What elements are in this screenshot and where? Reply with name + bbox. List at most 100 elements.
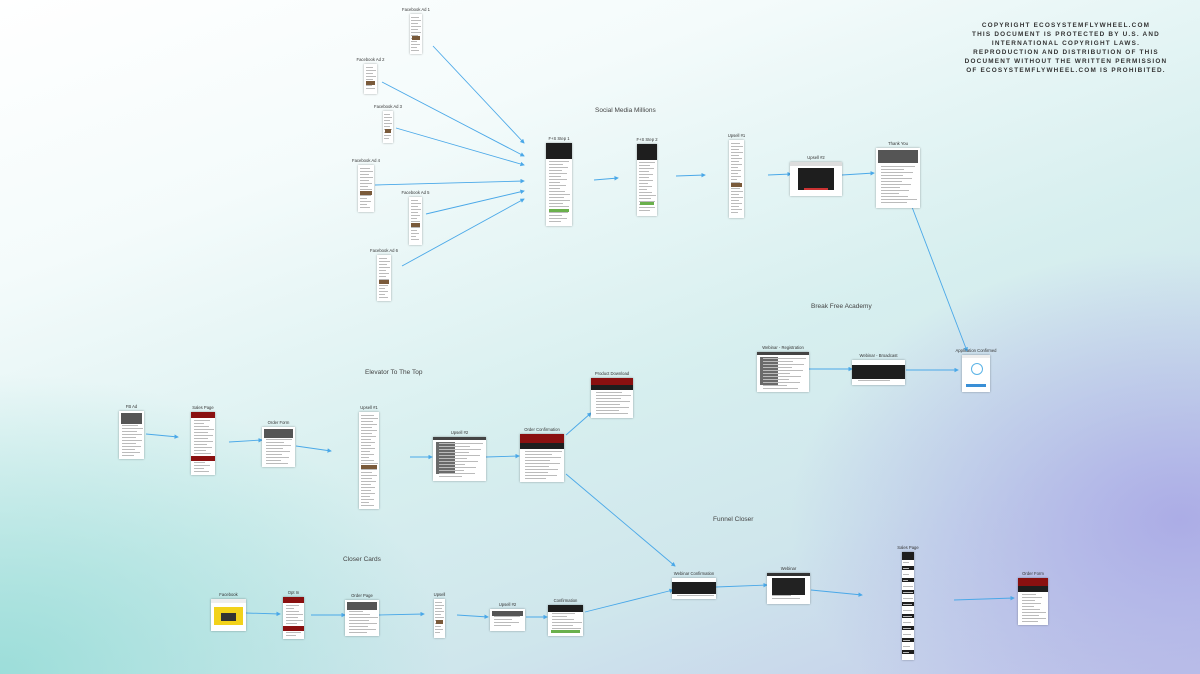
edge-fc-webinar-confirmation-to-fc-webinar [715, 582, 768, 588]
page-thumbnail-fc-sales-page [902, 552, 914, 660]
edge-fc-webinar-to-fc-sales-page [810, 589, 863, 597]
node-label: Facebook Ad 5 [401, 190, 430, 195]
edge-smm-upsell-1-to-smm-upsell-2 [767, 171, 792, 177]
page-thumbnail-cc-facebook [211, 599, 246, 631]
edge-fb-ad-5-to-smm-step-1 [425, 189, 525, 215]
node-label: Webinar - Registration [762, 345, 804, 350]
node-label: Facebook [219, 592, 238, 597]
edge-cc-facebook-to-cc-opt-in [245, 611, 281, 617]
section-title-elevator-to-the-top: Elevator To The Top [365, 369, 423, 376]
node-label: Order Page [351, 593, 373, 598]
page-thumbnail-cc-upsell-2 [490, 609, 525, 631]
edge-fb-ad-6-to-smm-step-1 [401, 198, 525, 267]
page-thumbnail-ett-product-download [591, 378, 633, 418]
node-label: Order Form [267, 420, 290, 425]
node-label: Upsell #1 [727, 133, 746, 138]
page-thumbnail-bfa-webinar-broadcast [852, 360, 905, 385]
node-label: FB Ad [125, 404, 138, 409]
edge-smm-thank-you-to-bfa-application-confirmed [911, 206, 968, 352]
page-thumbnail-cc-upsell [434, 599, 445, 638]
node-label: F+S Step 2 [636, 137, 658, 142]
copyright-notice: COPYRIGHT ECOSYSTEMFLYWHEEL.COM THIS DOC… [956, 21, 1176, 75]
node-label: Facebook Ad 1 [402, 7, 430, 12]
page-thumbnail-fc-webinar-confirmation [672, 578, 716, 599]
node-label: Sales Page [897, 545, 919, 550]
edge-smm-step-1-to-smm-step-2 [593, 176, 619, 181]
page-thumbnail-fb-ad-5 [409, 197, 422, 245]
node-label: Order Confirmation [524, 427, 560, 432]
node-label: Confirmation [553, 598, 578, 603]
node-label: Webinar Confirmation [673, 571, 715, 576]
page-thumbnail-ett-upsell-2 [433, 437, 486, 481]
page-thumbnail-fc-order-form [1018, 578, 1048, 625]
page-thumbnail-smm-upsell-2 [790, 162, 842, 196]
page-thumbnail-fb-ad-6 [377, 255, 391, 301]
copyright-line: COPYRIGHT ECOSYSTEMFLYWHEEL.COM [981, 22, 1151, 29]
page-thumbnail-ett-fb-ad [119, 411, 144, 459]
section-title-funnel-closer: Funnel Closer [713, 516, 754, 523]
page-thumbnail-smm-thank-you [876, 148, 920, 208]
node-label: Facebook Ad 2 [356, 57, 385, 62]
page-thumbnail-ett-order-confirmation [520, 434, 564, 482]
edge-fb-ad-3-to-smm-step-1 [395, 127, 525, 167]
node-label: Sales Page [192, 405, 214, 410]
page-thumbnail-cc-order-page [345, 600, 379, 636]
page-thumbnail-fb-ad-4 [358, 165, 374, 212]
edge-cc-upsell-to-cc-upsell-2 [456, 614, 489, 620]
edge-cc-order-page-to-cc-upsell [378, 611, 425, 617]
node-label: Opt In [287, 590, 300, 595]
page-thumbnail-ett-upsell-1 [359, 412, 379, 509]
page-thumbnail-smm-upsell-1 [729, 140, 744, 218]
edge-ett-order-confirmation-to-ett-product-download [565, 412, 592, 436]
node-label: Upsell #2 [450, 430, 469, 435]
node-label: Facebook Ad 4 [352, 158, 380, 163]
node-label: Webinar - Broadcast [859, 353, 898, 358]
edge-smm-step-2-to-smm-upsell-1 [675, 172, 706, 178]
edge-ett-sales-page-to-ett-order-form [228, 437, 263, 443]
edge-ett-order-confirmation-to-fc-webinar-confirmation [565, 473, 676, 567]
section-title-social-media-millions: Social Media Millions [595, 107, 656, 114]
node-label: Application Confirmed [955, 348, 997, 353]
node-label: Webinar [780, 566, 797, 571]
page-thumbnail-fb-ad-3 [383, 111, 393, 143]
edge-smm-upsell-2-to-smm-thank-you [841, 170, 875, 176]
node-label: Order Form [1022, 571, 1044, 576]
page-thumbnail-fb-ad-1 [410, 14, 422, 54]
page-thumbnail-ett-sales-page [191, 412, 215, 475]
page-thumbnail-bfa-webinar-registration [757, 352, 809, 392]
copyright-line: INTERNATIONAL COPYRIGHT LAWS. [991, 40, 1141, 47]
node-label: Upsell [433, 592, 446, 597]
copyright-line: THIS DOCUMENT IS PROTECTED BY U.S. AND [972, 31, 1160, 38]
section-title-closer-cards: Closer Cards [343, 556, 381, 563]
edge-ett-upsell-2-to-ett-order-confirmation [485, 453, 520, 459]
edge-ett-fb-ad-to-ett-sales-page [145, 433, 179, 439]
edge-fb-ad-4-to-smm-step-1 [374, 178, 525, 186]
edge-fb-ad-2-to-smm-step-1 [381, 81, 525, 157]
node-label: Upsell #2 [498, 602, 517, 607]
page-thumbnail-bfa-application-confirmed [962, 355, 990, 392]
node-label: Thank You [888, 141, 908, 146]
page-thumbnail-fc-webinar [767, 573, 810, 604]
page-thumbnail-fb-ad-2 [364, 64, 377, 94]
page-thumbnail-cc-confirmation [548, 605, 583, 636]
copyright-line: DOCUMENT WITHOUT THE WRITTEN PERMISSION [964, 58, 1168, 65]
node-label: Facebook Ad 3 [374, 104, 402, 109]
edge-fb-ad-1-to-smm-step-1 [432, 45, 525, 144]
edge-fc-sales-page-to-fc-order-form [953, 595, 1015, 601]
page-thumbnail-smm-step-2 [637, 144, 657, 216]
page-thumbnail-cc-opt-in [283, 597, 304, 639]
page-thumbnail-ett-order-form [262, 427, 295, 467]
page-thumbnail-smm-step-1 [546, 143, 572, 226]
copyright-line: REPRODUCTION AND DISTRIBUTION OF THIS [973, 49, 1159, 56]
node-label: Upsell #2 [807, 155, 825, 160]
node-label: Upsell #1 [360, 405, 378, 410]
copyright-line: OF ECOSYSTEMFLYWHEEL.COM IS PROHIBITED. [966, 67, 1166, 74]
section-title-break-free-academy: Break Free Academy [811, 303, 872, 310]
node-label: Product Download [594, 371, 630, 376]
edge-cc-confirmation-to-fc-webinar-confirmation [584, 588, 674, 613]
edge-ett-order-form-to-ett-upsell-1 [295, 445, 332, 453]
node-label: Facebook Ad 6 [370, 248, 398, 253]
node-label: F+S Step 1 [548, 136, 570, 141]
